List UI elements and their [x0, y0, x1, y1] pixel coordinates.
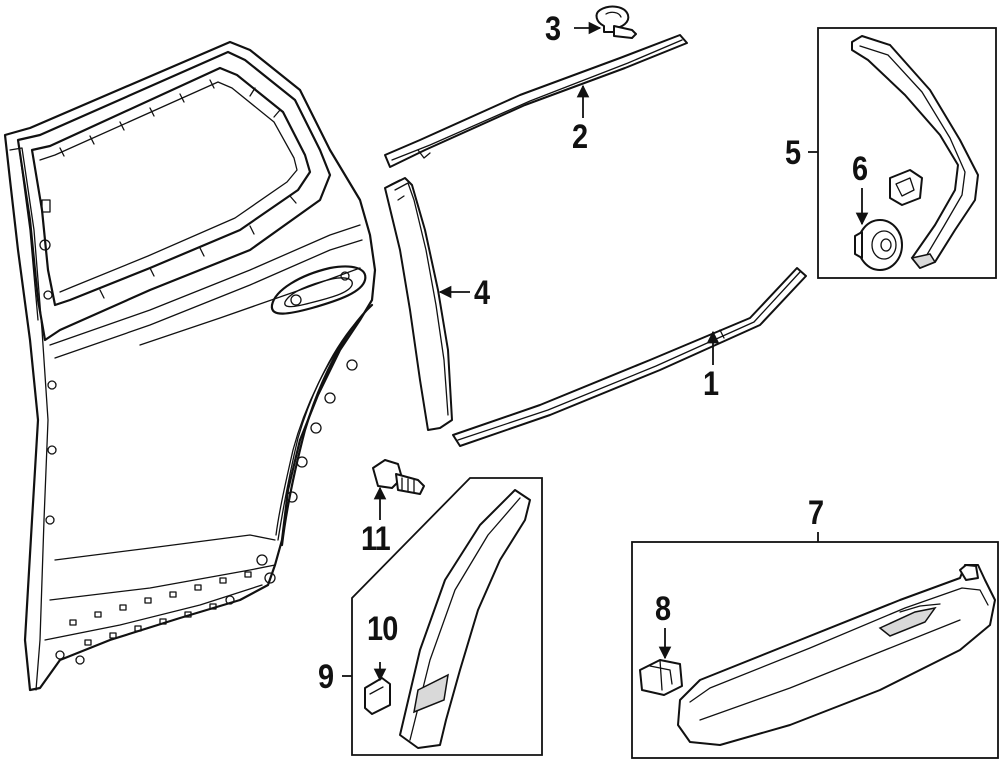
rear-door-shell — [3, 40, 377, 692]
callout-7: 7 — [808, 494, 824, 532]
callout-10: 10 — [367, 610, 398, 648]
kit-box-7 — [631, 532, 999, 759]
callout-11: 11 — [361, 520, 391, 558]
kit-box-9 — [342, 477, 543, 756]
callout-1: 1 — [703, 365, 719, 403]
part-1-belt-molding — [452, 267, 807, 447]
kit-box-5 — [808, 27, 997, 279]
part-3-clip — [595, 5, 637, 39]
part-11-bolt — [372, 459, 425, 520]
callout-4: 4 — [474, 274, 490, 312]
callout-5: 5 — [785, 134, 801, 172]
callout-8: 8 — [655, 590, 671, 628]
part-4-pillar-trim — [384, 177, 453, 431]
callout-2: 2 — [572, 118, 588, 156]
callout-6: 6 — [852, 150, 868, 188]
part-2-window-molding-upper — [384, 34, 688, 168]
callout-3: 3 — [545, 10, 561, 48]
callout-9: 9 — [318, 658, 334, 696]
